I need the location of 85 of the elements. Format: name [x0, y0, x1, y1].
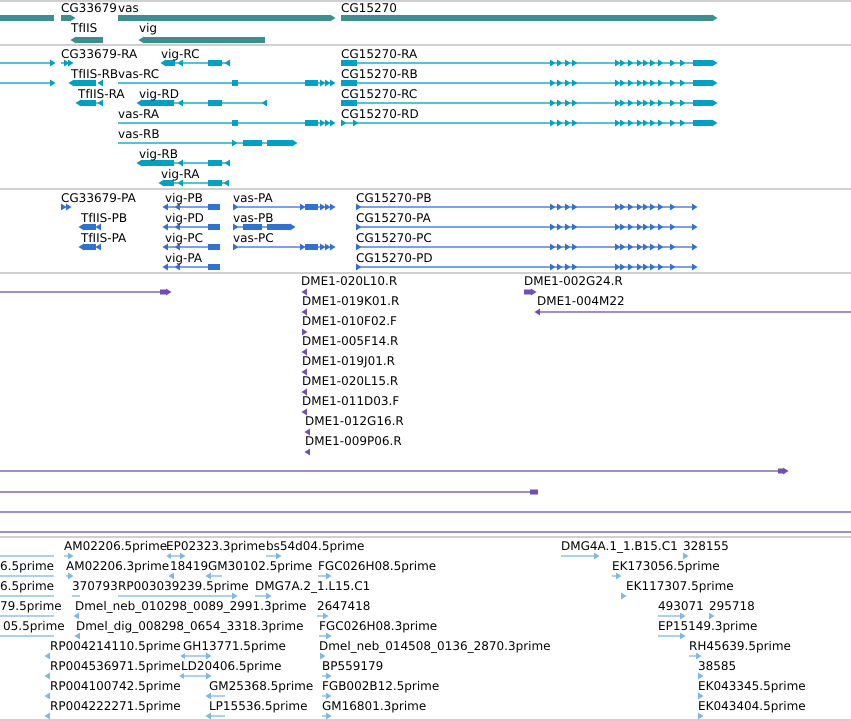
est-label: RH45639.5prime [689, 639, 791, 653]
protein-label: vas-PC [233, 231, 274, 245]
gene-label: vas [118, 1, 139, 15]
est-label: GM25368.5prime [209, 679, 314, 693]
est-label: GH13771.5prime [183, 639, 286, 653]
clone-end-label: DME1-019K01.R [302, 294, 400, 308]
transcript-label: TfIIS-RA [78, 87, 125, 101]
clone-end-label: DME1-012G16.R [305, 414, 404, 428]
protein-label: vig-PB [165, 191, 203, 205]
est-label: AM02206.3prime [66, 559, 170, 573]
est-label: RP004222271.5prime [50, 699, 181, 713]
est-label: Dmel_neb_010298_0089_2991.3prime [75, 599, 307, 613]
est-label: FGC026H08.5prime [318, 559, 436, 573]
est-label: 328155 [683, 539, 729, 553]
protein-label: CG15270-PA [356, 211, 431, 225]
protein-label: CG15270-PB [356, 191, 432, 205]
transcript-label: vig-RA [161, 167, 200, 181]
est-label: DMG4A.1_1.B15.C1 [561, 539, 678, 553]
est-label: RP004214110.5prime [50, 639, 181, 653]
est-label: 295718 [709, 599, 755, 613]
est-label: LP15536.5prime [209, 699, 308, 713]
protein-label: vig-PD [165, 211, 204, 225]
est-label: 05.5prime [3, 619, 65, 633]
transcript-label: vas-RC [118, 67, 160, 81]
est-label: 6.5prime [0, 579, 54, 593]
clone-end-label: DME1-005F14.R [302, 334, 398, 348]
clone-end-label: DME1-009P06.R [305, 434, 402, 448]
transcript-label: CG15270-RA [341, 47, 418, 61]
est-label: GM30102.5prime [208, 559, 312, 573]
est-label: 2647418 [317, 599, 370, 613]
transcript-label: CG15270-RD [341, 107, 419, 121]
est-label: Dmel_dig_008298_0654_3318.3prime [76, 619, 304, 633]
clone-end-label: DME1-019J01.R [302, 354, 396, 368]
est-label: RP003039239.5prime [118, 579, 249, 593]
est-label: 6.5prime [0, 559, 54, 573]
est-label: bs54d04.5prime [266, 539, 364, 553]
transcript-label: CG15270-RB [341, 67, 418, 81]
est-label: 18419 [170, 559, 208, 573]
est-label: LD20406.5prime [181, 659, 282, 673]
protein-label: TfIIS-PA [81, 231, 126, 245]
est-label: EK173056.5prime [612, 559, 720, 573]
est-label: 493071 [658, 599, 704, 613]
clone-end-label: DME1-010F02.F [302, 314, 397, 328]
protein-label: vas-PA [233, 191, 273, 205]
est-label: AM02206.5prime [64, 539, 168, 553]
clone-end-label: DME1-020L15.R [302, 374, 398, 388]
protein-label: CG15270-PC [356, 231, 432, 245]
gene-label: vig [139, 21, 158, 35]
protein-label: CG33679-PA [61, 191, 136, 205]
transcript-label: TfIIS-RB [71, 67, 118, 81]
est-label: DMG7A.2_1.L15.C1 [255, 579, 370, 593]
clone-end-label: DME1-002G24.R [524, 274, 623, 288]
transcript-label: vas-RB [118, 127, 160, 141]
est-label: FGC026H08.3prime [319, 619, 438, 633]
est-label: EK043404.5prime [698, 699, 806, 713]
transcript-label: vas-RA [118, 107, 160, 121]
protein-label: TfIIS-PB [81, 211, 128, 225]
transcript-label: CG15270-RC [341, 87, 418, 101]
gene-label: CG33679 [61, 1, 117, 15]
est-label: EK117307.5prime [626, 579, 734, 593]
est-label: EP02323.3prime [166, 539, 266, 553]
transcript-label: vig-RB [139, 147, 178, 161]
clone-end-label: DME1-004M22 [537, 294, 625, 308]
protein-label: vig-PC [165, 231, 203, 245]
est-label: FGB002B12.5prime [322, 679, 440, 693]
gene-label: CG15270 [341, 1, 397, 15]
protein-label: vig-PA [165, 251, 202, 265]
transcript-label: vig-RC [161, 47, 200, 61]
protein-label: vas-PB [233, 211, 274, 225]
gene-label: TfIIS [71, 21, 98, 35]
clone-end-label: DME1-020L10.R [301, 274, 398, 288]
est-label: 38585 [698, 659, 736, 673]
clone-end-label: DME1-011D03.F [302, 394, 400, 408]
protein-label: CG15270-PD [356, 251, 433, 265]
est-label: BP559179 [322, 659, 384, 673]
est-label: RP004536971.5prime [50, 659, 181, 673]
est-label: GM16801.3prime [322, 699, 426, 713]
est-label: 79.5prime [0, 599, 62, 613]
est-label: EP15149.3prime [658, 619, 758, 633]
transcript-label: vig-RD [139, 87, 179, 101]
est-label: 370793 [72, 579, 118, 593]
est-label: Dmel_neb_014508_0136_2870.3prime [319, 639, 551, 653]
est-label: EK043345.5prime [698, 679, 806, 693]
est-label: RP004100742.5prime [50, 679, 181, 693]
transcript-label: CG33679-RA [61, 47, 138, 61]
